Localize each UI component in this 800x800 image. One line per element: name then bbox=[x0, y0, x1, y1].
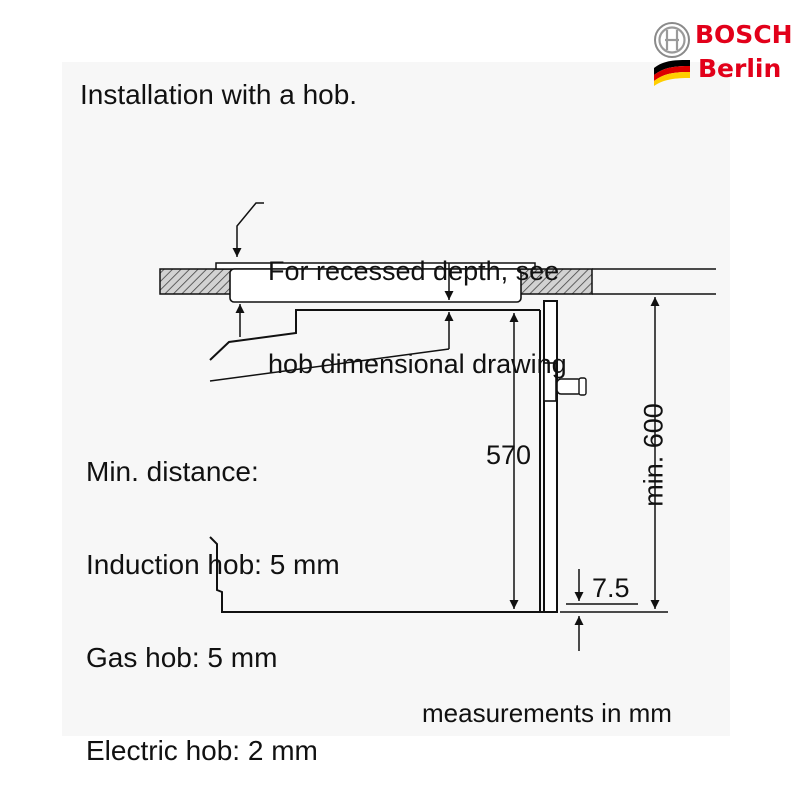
recess-note-line-1: For recessed depth, see bbox=[268, 256, 560, 286]
brand-wordmark: BOSCH bbox=[695, 20, 793, 49]
diagram-title: Installation with a hob. bbox=[80, 79, 358, 110]
recess-depth-indicator bbox=[232, 202, 454, 300]
worktop bbox=[159, 268, 716, 295]
base-offset-label: 7.5 bbox=[592, 573, 630, 603]
oven-top-outline bbox=[209, 309, 540, 361]
induction-hob-distance: Induction hob: 5 mm bbox=[86, 549, 340, 580]
german-flag-icon bbox=[654, 60, 690, 86]
min-distance-heading: Min. distance: bbox=[86, 456, 259, 487]
recess-leader bbox=[232, 202, 264, 257]
oven-control-panel bbox=[543, 362, 557, 402]
min-distance-indicator bbox=[209, 304, 454, 382]
electric-hob-distance: Electric hob: 2 mm bbox=[86, 735, 318, 766]
worktop-left-section bbox=[159, 268, 233, 295]
gas-hob-distance: Gas hob: 5 mm bbox=[86, 642, 278, 673]
city-wordmark: Berlin bbox=[698, 54, 782, 83]
diagram-panel bbox=[62, 62, 730, 736]
cabinet-height-label: min. 600 bbox=[638, 403, 669, 507]
bosch-armature-icon bbox=[654, 22, 690, 58]
worktop-right-section bbox=[519, 268, 593, 295]
dimension-7-5 bbox=[566, 569, 638, 651]
oven bbox=[209, 300, 587, 613]
oven-bottom-outline bbox=[209, 536, 558, 613]
units-note: measurements in mm bbox=[422, 698, 672, 728]
min-distance-leader bbox=[209, 348, 450, 382]
oven-knob-cap bbox=[578, 377, 587, 396]
min-distance-note: Min. distance: Induction hob: 5 mm Gas h… bbox=[86, 394, 340, 800]
recess-depth-note: For recessed depth, see hob dimensional … bbox=[268, 194, 567, 442]
bosch-berlin-logo: BOSCH Berlin bbox=[650, 18, 796, 88]
dimension-600 bbox=[560, 297, 668, 613]
oven-height-label: 570 bbox=[486, 440, 532, 470]
recess-note-line-2: hob dimensional drawing bbox=[268, 349, 567, 379]
